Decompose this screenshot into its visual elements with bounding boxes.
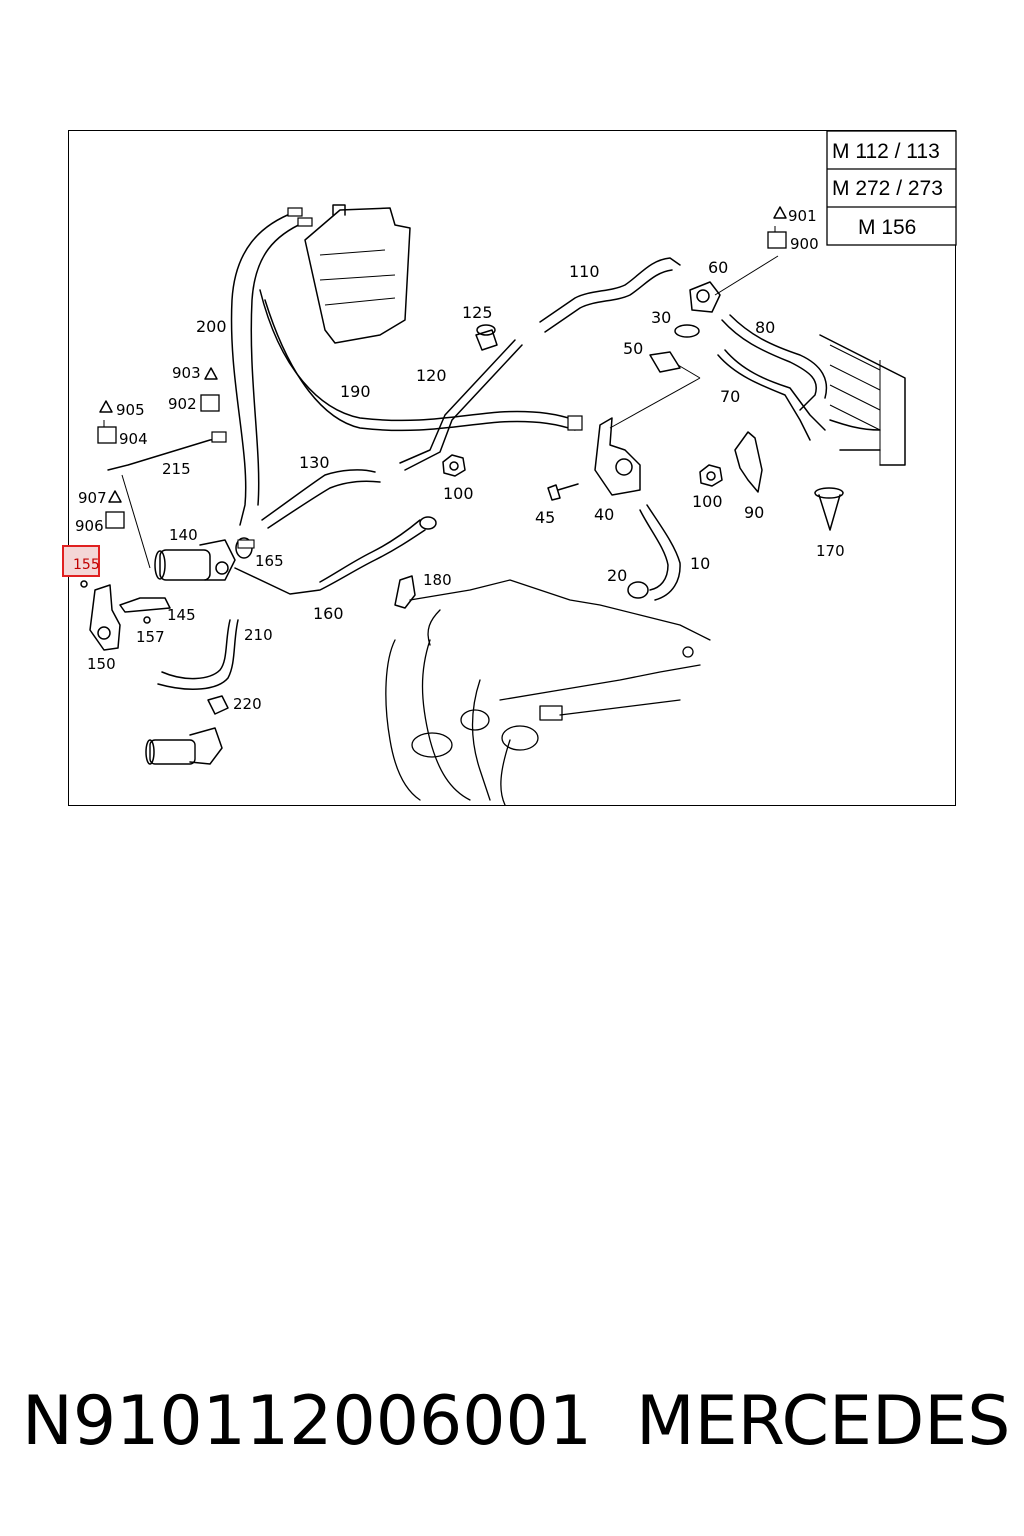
water-pump: [145, 727, 223, 765]
label-901: 901: [788, 207, 817, 225]
label-150: 150: [87, 655, 116, 673]
label-157: 157: [136, 628, 165, 646]
engine-outline: [385, 579, 711, 806]
clip-90: [734, 431, 763, 493]
bracket-40: [594, 417, 641, 496]
part-220: [207, 695, 229, 715]
hose-80: [721, 319, 817, 411]
label-200: 200: [196, 317, 227, 336]
label-10: 10: [690, 554, 710, 573]
nut-100-right: [699, 464, 723, 487]
label-20: 20: [607, 566, 627, 585]
label-140: 140: [169, 526, 198, 544]
label-900: 900: [790, 235, 819, 253]
label-100-left: 100: [443, 484, 474, 503]
label-902: 902: [168, 395, 197, 413]
symbol-903-902: [200, 367, 220, 412]
label-45: 45: [535, 508, 555, 527]
diagram-frame: [68, 130, 956, 806]
part-number: N910112006001: [22, 1382, 593, 1461]
label-130: 130: [299, 453, 330, 472]
symbol-901-900: [767, 206, 787, 249]
part-215: [107, 431, 227, 569]
label-70: 70: [720, 387, 740, 406]
label-170: 170: [816, 542, 845, 560]
clamp-165: [235, 537, 255, 559]
label-190: 190: [340, 382, 371, 401]
label-165: 165: [255, 552, 284, 570]
label-120: 120: [416, 366, 447, 385]
clamp-30: [674, 324, 700, 338]
part-60: [689, 255, 779, 313]
hose-120: [399, 339, 516, 464]
symbol-905-904: [97, 400, 117, 444]
label-903: 903: [172, 364, 201, 382]
label-160: 160: [313, 604, 344, 623]
label-50: 50: [623, 339, 643, 358]
bracket-150: [89, 584, 121, 651]
label-180: 180: [423, 571, 452, 589]
hose-130: [261, 469, 376, 521]
label-80: 80: [755, 318, 775, 337]
label-905: 905: [116, 401, 145, 419]
label-40: 40: [594, 505, 614, 524]
label-30: 30: [651, 308, 671, 327]
symbol-907-906: [105, 490, 125, 529]
part-157: [143, 616, 151, 624]
label-125: 125: [462, 303, 493, 322]
coolant-reservoir: [304, 204, 411, 344]
label-907: 907: [78, 489, 107, 507]
aux-pump-140: [154, 539, 236, 581]
label-100-right: 100: [692, 492, 723, 511]
part-170: [814, 487, 844, 531]
model-row-1: M 112 / 113: [832, 140, 940, 163]
hose-210: [161, 619, 231, 680]
part-155: [80, 580, 88, 588]
bracket-145: [119, 597, 171, 613]
model-row-3: M 156: [858, 216, 916, 239]
hose-190: [259, 289, 576, 422]
part-125: [475, 324, 498, 351]
hose-200: [230, 211, 296, 526]
hose-70: [717, 354, 811, 441]
label-110: 110: [569, 262, 600, 281]
model-table: M 112 / 113 M 272 / 273 M 156: [826, 130, 957, 246]
highlight-155[interactable]: 155: [62, 545, 100, 577]
label-215: 215: [162, 460, 191, 478]
bolt-45: [547, 483, 579, 501]
hose-110: [539, 257, 681, 323]
label-906: 906: [75, 517, 104, 535]
part-180: [394, 575, 416, 609]
label-220: 220: [233, 695, 262, 713]
hose-10: [639, 509, 669, 591]
label-145: 145: [167, 606, 196, 624]
nut-100-left: [442, 454, 466, 477]
label-60: 60: [708, 258, 728, 277]
clamp-20: [627, 581, 649, 599]
brand-name: MERCEDES: [636, 1382, 1011, 1461]
radiator: [819, 334, 906, 466]
hose-160: [234, 529, 426, 595]
label-210: 210: [244, 626, 273, 644]
model-row-2: M 272 / 273: [832, 177, 943, 200]
label-904: 904: [119, 430, 148, 448]
label-155: 155: [73, 557, 100, 573]
part-50: [649, 351, 681, 373]
label-90: 90: [744, 503, 764, 522]
